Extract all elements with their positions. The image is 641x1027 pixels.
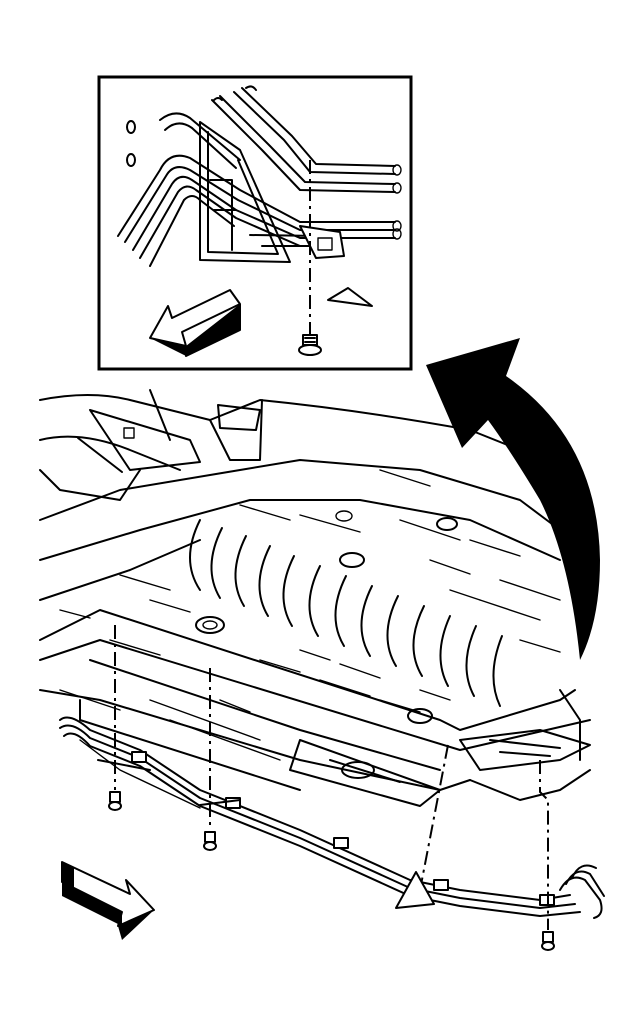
front-arrow-icon	[61, 861, 155, 940]
inset-line-bundle	[117, 85, 402, 267]
view-direction-icon	[395, 871, 435, 909]
front-arrow-icon	[149, 289, 241, 357]
floor-pan-ribs	[189, 519, 503, 707]
floor-pan	[39, 389, 591, 807]
body-hole	[126, 153, 136, 167]
floor-pan-grommet	[195, 616, 225, 634]
fastener	[108, 791, 555, 951]
body-hole	[126, 120, 136, 134]
floor-pan-grommet	[436, 517, 458, 531]
line-bundle	[59, 716, 605, 919]
inset-fastener	[298, 334, 322, 356]
floor-pan-grommet	[339, 552, 365, 568]
floor-pan-grommet	[407, 708, 433, 724]
detail-callout-arrow-icon	[426, 338, 600, 660]
view-direction-icon	[327, 287, 373, 307]
fastener-centerlines	[114, 625, 549, 930]
inset-detail	[97, 75, 413, 371]
